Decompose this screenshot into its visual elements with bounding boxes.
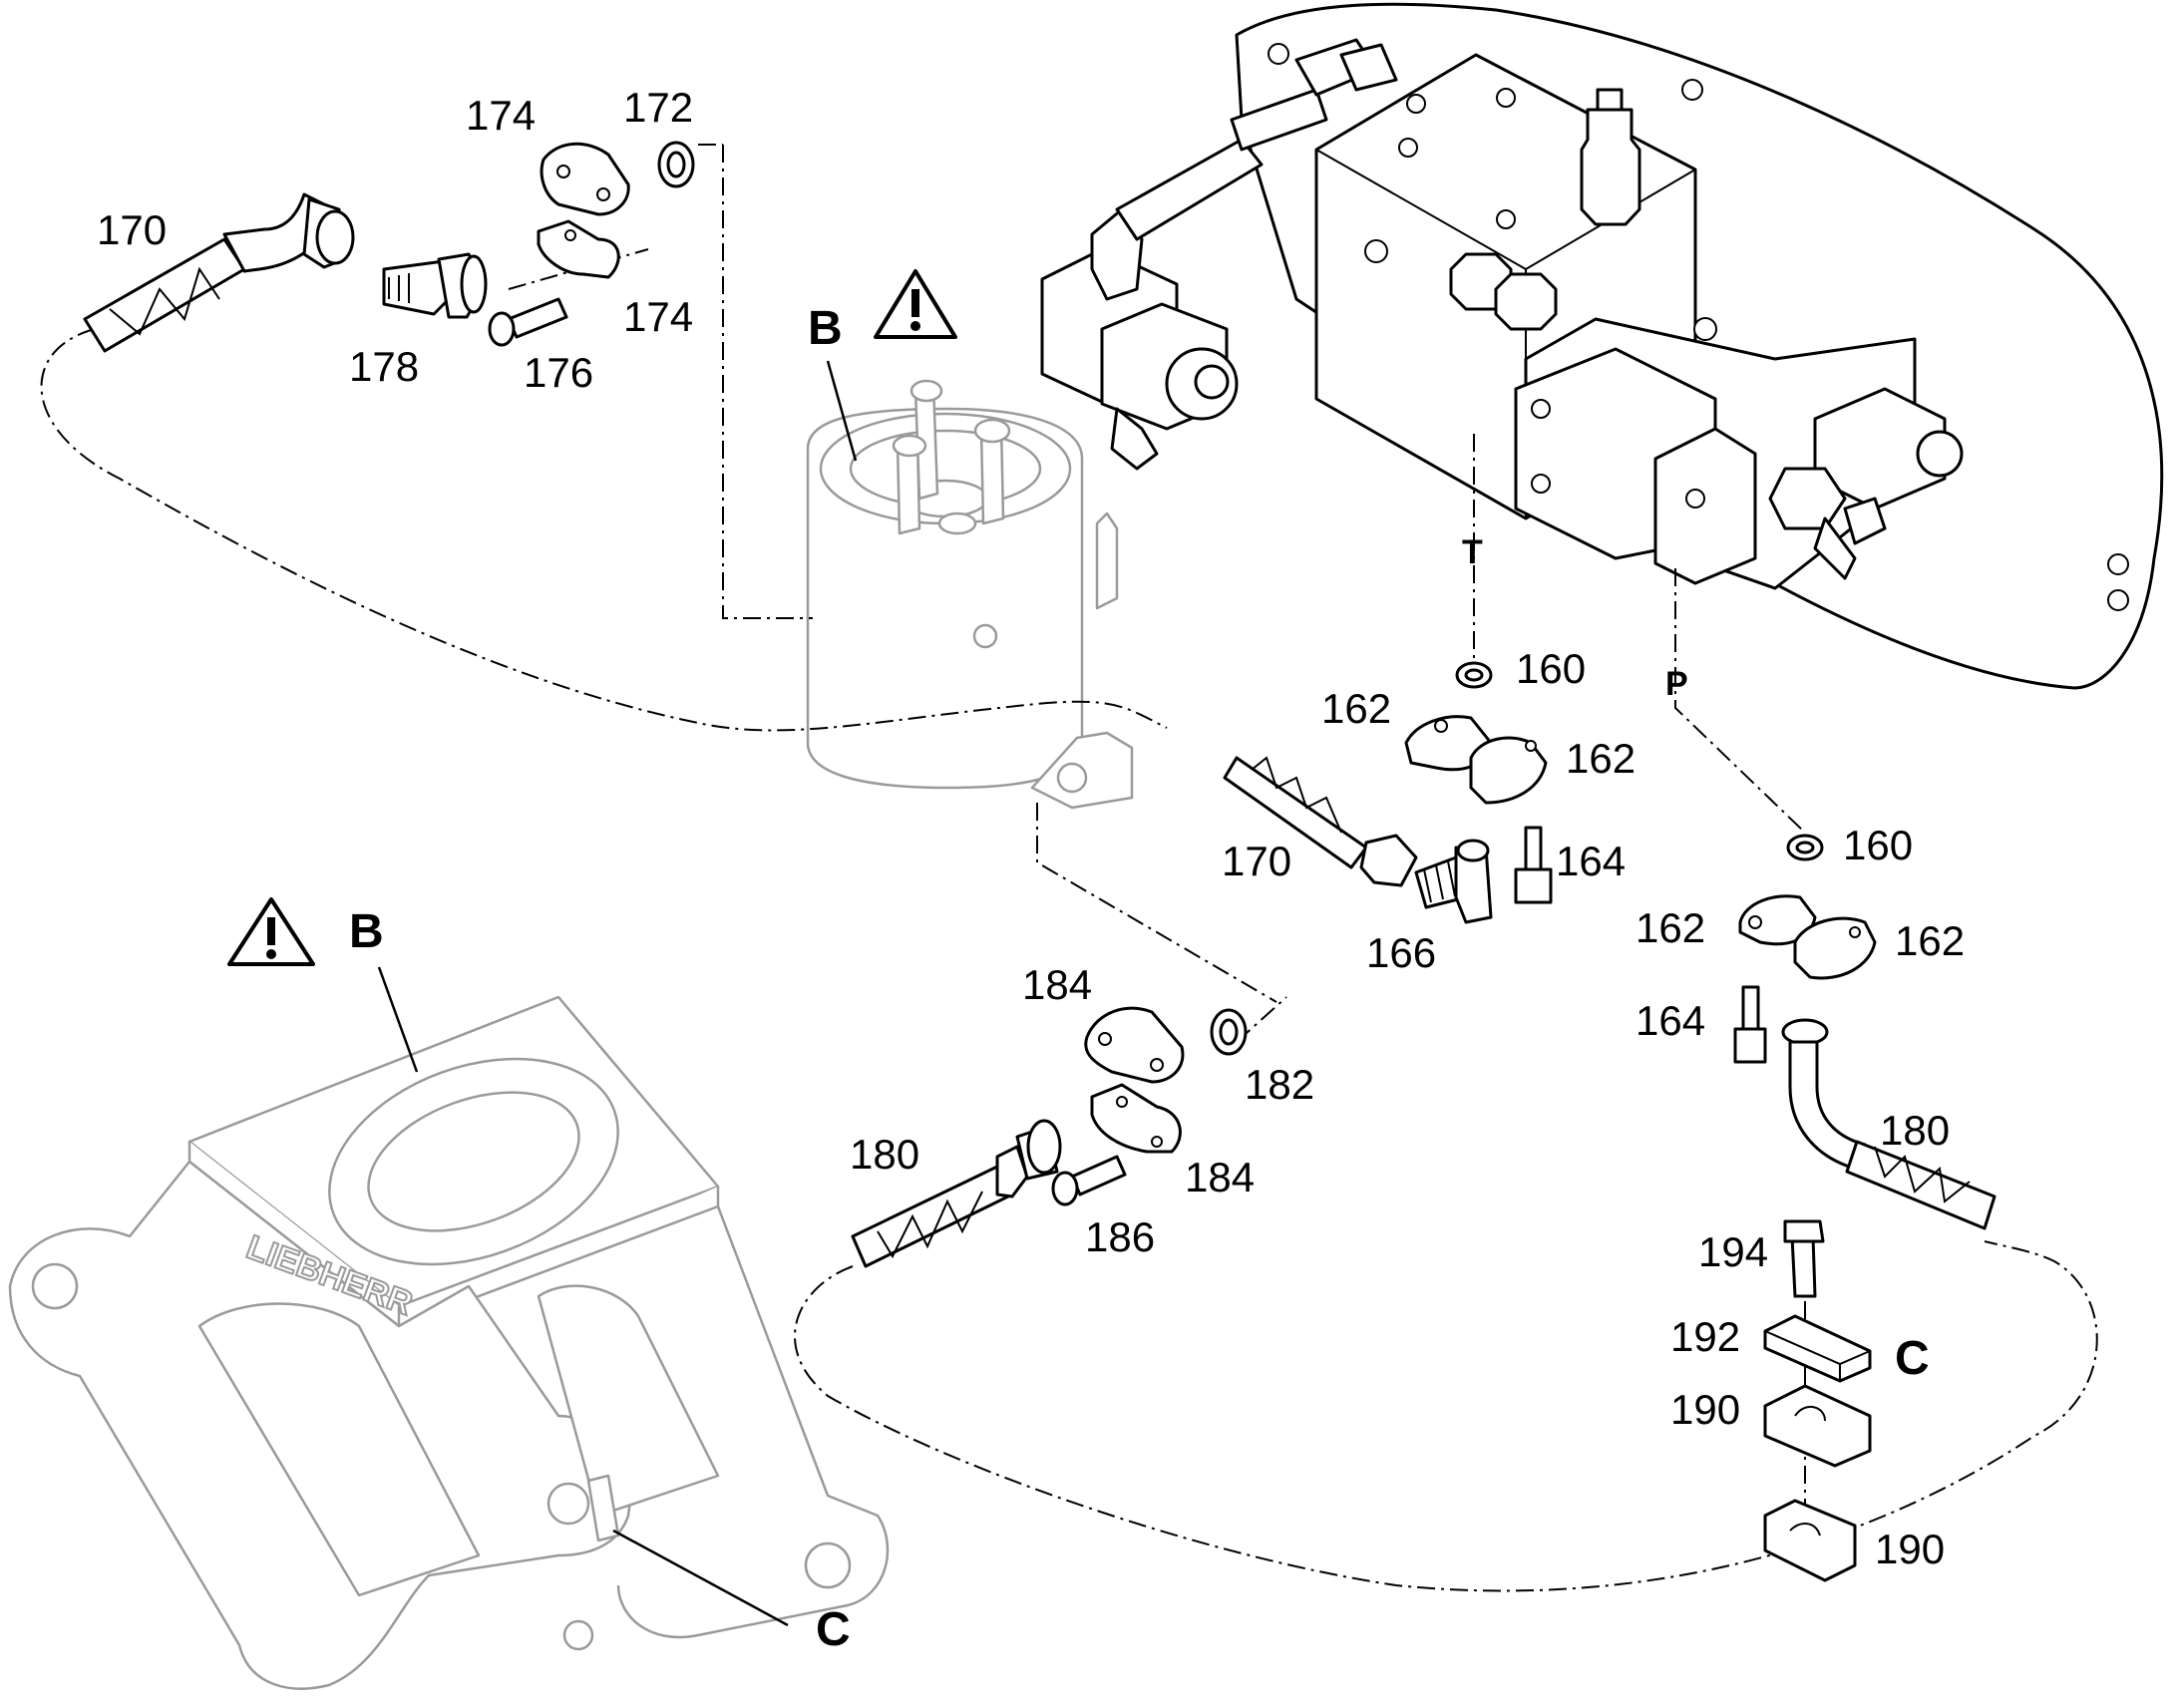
callout-174: 174 [466,92,536,139]
swivel-joint [806,379,1134,810]
o-ring-160-pressure [1786,834,1824,861]
callout-172: 172 [623,84,693,131]
callout-164: 164 [1556,838,1626,884]
callout-164: 164 [1635,997,1705,1044]
callout-160: 160 [1843,822,1913,868]
exclamation-triangle-icon [227,897,315,966]
flange-half-174-top [540,142,630,216]
callout-192: 192 [1670,1313,1740,1360]
elbow-178 [382,252,488,319]
bolt-164-pressure [1733,985,1767,1064]
callout-174: 174 [623,293,693,340]
hose-180-right [1781,1018,1997,1230]
callout-186: 186 [1085,1213,1155,1260]
callout-176: 176 [524,349,593,396]
connection-lines [40,144,2098,1592]
callout-178: 178 [349,343,419,390]
bolt-176 [488,297,568,347]
flange-halves-162-pressure [1738,894,1877,980]
callout-162: 162 [1895,917,1965,964]
detail-letter-b-frame: B [349,905,384,958]
flange-half-184-top [1084,1006,1185,1084]
leader-lines [377,360,858,1627]
flange-half-184-bottom [1090,1083,1182,1154]
port-label-p: P [1665,665,1688,703]
clamp-half-190-top [1763,1384,1872,1468]
detail-letter-c-clamp: C [1895,1332,1930,1385]
flange-halves-162-tank [1404,715,1548,805]
callout-184: 184 [1185,1154,1255,1200]
callout-180: 180 [850,1131,919,1178]
callout-182: 182 [1245,1061,1314,1108]
clamp-half-190-bottom [1763,1499,1857,1582]
flange-half-174-mid [537,219,620,279]
detail-letter-c-frame: C [816,1603,851,1656]
callout-184: 184 [1022,961,1092,1008]
hose-170-top [83,192,355,353]
bolt-186 [1051,1155,1127,1206]
callout-162: 162 [1635,904,1705,951]
callout-190: 190 [1670,1386,1740,1433]
callout-160: 160 [1516,645,1586,692]
fitting-166 [1414,839,1493,924]
o-ring-160-tank [1455,661,1493,689]
o-ring-182 [1210,1008,1248,1056]
detail-letter-b-swivel: B [808,302,843,355]
callout-180: 180 [1880,1107,1950,1154]
cover-plate-192 [1763,1314,1872,1383]
exclamation-triangle-icon [874,269,957,339]
bolt-194 [1783,1219,1825,1298]
hose-170-mid [1223,756,1418,887]
port-label-t: T [1462,533,1483,571]
callout-166: 166 [1366,929,1436,976]
valve-block-assembly [1040,2,2164,690]
bolt-164-tank [1514,826,1553,904]
callout-170: 170 [97,206,167,253]
callout-190: 190 [1875,1526,1945,1572]
hose-180-left [851,1119,1062,1268]
callout-162: 162 [1321,685,1391,732]
o-ring-172 [657,141,695,188]
callout-162: 162 [1566,735,1635,782]
callout-194: 194 [1698,1228,1768,1275]
callout-170: 170 [1222,838,1291,884]
undercarriage-frame: LIEBHERR [8,995,890,1690]
